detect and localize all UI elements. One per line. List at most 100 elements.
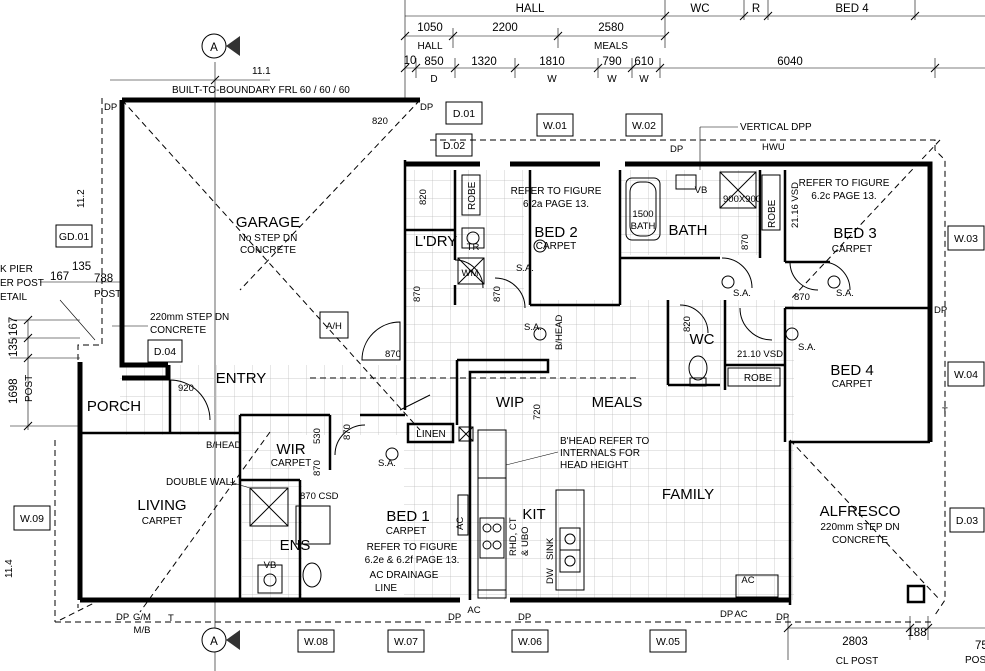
dim-135-top: 135 (72, 261, 91, 273)
room-labels: GARAGE No STEP DN CONCRETE L'DRY BED 2 C… (87, 214, 901, 554)
label-door-820-garage: 820 (372, 116, 388, 127)
note-vertical-dpp: VERTICAL DPP (740, 122, 812, 133)
dim-1320: 1320 (471, 56, 497, 68)
room-bed3-sub: CARPET (832, 244, 873, 255)
dim-cl-post: CL POST (836, 656, 878, 667)
label-sink-size: 900X900 (723, 194, 761, 205)
note-bed3-ref-2: 6.2c PAGE 13. (811, 191, 876, 202)
dim-135-side: 135 (8, 338, 20, 357)
label-dp-5: DP (776, 612, 789, 623)
label-door-870-ldry: 870 (412, 286, 423, 302)
note-k-pier: K PIER (0, 264, 33, 275)
tag-w06: W.06 (518, 636, 542, 648)
label-gm: G/M (133, 612, 151, 623)
label-door-870-garage: 870 (385, 349, 401, 360)
note-bed2-ref-2: 6.2a PAGE 13. (523, 199, 589, 210)
label-door-870-bath: 870 (740, 234, 751, 250)
label-door-720: 720 (532, 404, 543, 420)
room-wc: WC (690, 331, 715, 348)
label-dp-8: DP (420, 102, 433, 113)
room-bed1-sub: CARPET (386, 526, 427, 537)
room-alfresco-sub2: CONCRETE (832, 535, 888, 546)
room-bed3: BED 3 (833, 225, 876, 242)
room-linen: LINEN (416, 429, 445, 440)
label-door-870-bed2: 870 (492, 286, 503, 302)
label-dp-2: DP (448, 612, 461, 623)
label-dp-6: DP (934, 305, 947, 316)
label-robe-bed2: ROBE (467, 181, 478, 210)
dim-850: 850 (424, 56, 443, 68)
tag-w07: W.07 (394, 636, 418, 648)
dim-r-top: R (752, 3, 760, 15)
label-door-820-ldry: 820 (418, 189, 429, 205)
label-bath-size: 1500 (632, 209, 653, 220)
label-kit-1: RHD, CT (508, 517, 519, 556)
room-bed2-sub: CARPET (536, 241, 577, 252)
label-sa-4: S.A. (836, 288, 854, 299)
dim-bed4-top: BED 4 (835, 3, 869, 15)
label-kit-2: & UBO (520, 526, 531, 556)
dim-wc-top: WC (690, 3, 709, 15)
note-ac-drain-2: LINE (375, 583, 398, 594)
label-door-820-wc: 820 (682, 316, 693, 332)
label-vb-ens: VB (264, 560, 277, 571)
section-a-bottom: A (210, 636, 218, 648)
dim-610: 610 (634, 56, 653, 68)
note-double-wall: DOUBLE WALL (166, 477, 237, 488)
tag-w03: W.03 (954, 233, 978, 245)
tag-w05: W.05 (656, 636, 680, 648)
dim-788: 788 (94, 273, 113, 285)
dim-d-label: D (430, 74, 437, 85)
note-bhead-vert: B/HEAD (554, 314, 565, 350)
label-ac-bed1: AC (455, 517, 466, 530)
label-sa-2: S.A. (516, 263, 534, 274)
dim-10: 10 (404, 55, 417, 67)
dim-meals-label: MEALS (594, 41, 628, 52)
label-hwu: HWU (762, 142, 785, 153)
label-door-870-bed3: 870 (794, 292, 810, 303)
tag-d03: D.03 (956, 515, 978, 527)
note-bed3-ref-1: REFER TO FIGURE (799, 178, 890, 189)
label-sa-6: S.A. (378, 458, 396, 469)
dim-2580: 2580 (598, 22, 624, 34)
room-garage: GARAGE (236, 214, 300, 231)
label-wm: WM (462, 268, 479, 279)
room-wir-sub: CARPET (271, 458, 312, 469)
label-robe-bed4: ROBE (744, 373, 773, 384)
room-wip: WIP (496, 394, 524, 411)
dim-2200: 2200 (492, 22, 518, 34)
note-etail: ETAIL (0, 292, 27, 303)
note-bhead-3: HEAD HEIGHT (560, 460, 628, 471)
dim-75: 75 (975, 640, 985, 652)
dim-w-label-2: W (607, 74, 617, 85)
room-bed1: BED 1 (386, 508, 429, 525)
label-csd: 870 CSD (300, 491, 339, 502)
dim-hall-top: HALL (516, 3, 545, 15)
dim-188: 188 (907, 627, 926, 639)
label-vb-bath: VB (695, 185, 708, 196)
room-bed4: BED 4 (830, 362, 873, 379)
doors (169, 257, 851, 456)
section-a-top: A (210, 42, 218, 54)
label-door-920: 920 (178, 383, 194, 394)
dim-790: 790 (602, 56, 621, 68)
dim-1050: 1050 (417, 22, 443, 34)
room-wir: WIR (276, 441, 305, 458)
label-t-2: T (942, 406, 948, 417)
room-garage-sub1: No STEP DN (239, 233, 298, 244)
room-meals: MEALS (592, 394, 643, 411)
room-ens: ENS (280, 537, 311, 554)
room-kit: KIT (522, 506, 545, 523)
dimension-text: HALL WC R BED 4 1050 2200 2580 HALL MEAL… (0, 3, 985, 667)
dim-2803: 2803 (842, 636, 868, 648)
window-door-tags: W.01 W.02 W.03 W.04 W.05 W.06 W.07 W.08 … (13, 101, 985, 653)
label-kit-4: SINK (545, 537, 556, 560)
dim-hall-label: HALL (417, 41, 442, 52)
note-boundary: BUILT-TO-BOUNDARY FRL 60 / 60 / 60 (172, 85, 350, 96)
room-bed2: BED 2 (534, 224, 577, 241)
note-ac-drain-1: AC DRAINAGE (370, 570, 439, 581)
dim-1810: 1810 (539, 56, 565, 68)
walls (77, 97, 933, 605)
note-step-porch-1: 220mm STEP DN (150, 312, 229, 323)
